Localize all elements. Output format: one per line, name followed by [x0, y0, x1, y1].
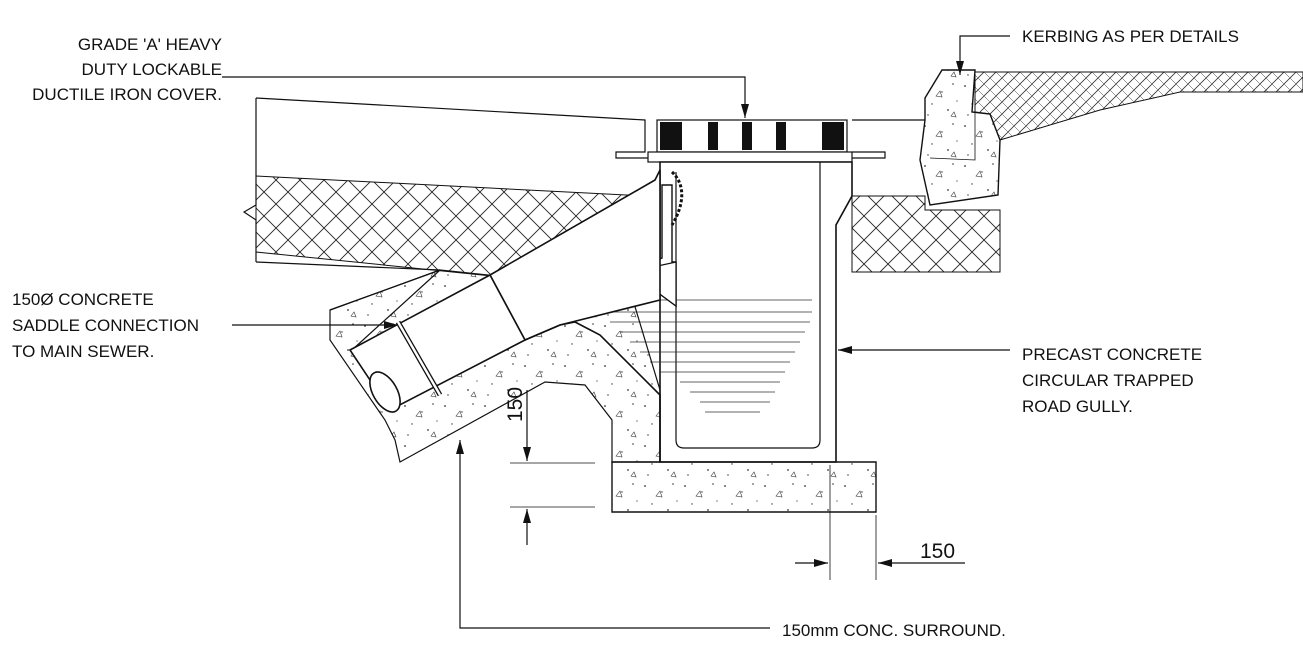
- iron-cover: [647, 119, 853, 163]
- kerb: [919, 69, 1303, 206]
- cover-label-line2: DUTY LOCKABLE: [82, 60, 222, 79]
- cover-label-line1: GRADE 'A' HEAVY: [78, 35, 222, 54]
- annotation-labels: GRADE 'A' HEAVY DUTY LOCKABLE DUCTILE IR…: [12, 27, 1239, 640]
- saddle-label-line3: TO MAIN SEWER.: [12, 342, 154, 361]
- road-right: [851, 119, 1001, 273]
- surround-label: 150mm CONC. SURROUND.: [782, 621, 1006, 640]
- saddle-label-line2: SADDLE CONNECTION: [12, 316, 199, 335]
- horizontal-dimension-150: 150: [920, 540, 955, 563]
- leader-lines: [222, 35, 1010, 629]
- saddle-label-line1: 150Ø CONCRETE: [12, 290, 154, 309]
- dimensions: [510, 390, 965, 580]
- gully-label-line2: CIRCULAR TRAPPED: [1022, 371, 1194, 390]
- kerbing-label: KERBING AS PER DETAILS: [1022, 27, 1239, 46]
- gully-label-line3: ROAD GULLY.: [1022, 397, 1133, 416]
- gully-label-line1: PRECAST CONCRETE: [1022, 345, 1202, 364]
- outlet-pipe: [348, 169, 661, 462]
- vertical-dimension-150: 150: [504, 387, 527, 422]
- cover-label-line3: DUCTILE IRON COVER.: [32, 85, 222, 104]
